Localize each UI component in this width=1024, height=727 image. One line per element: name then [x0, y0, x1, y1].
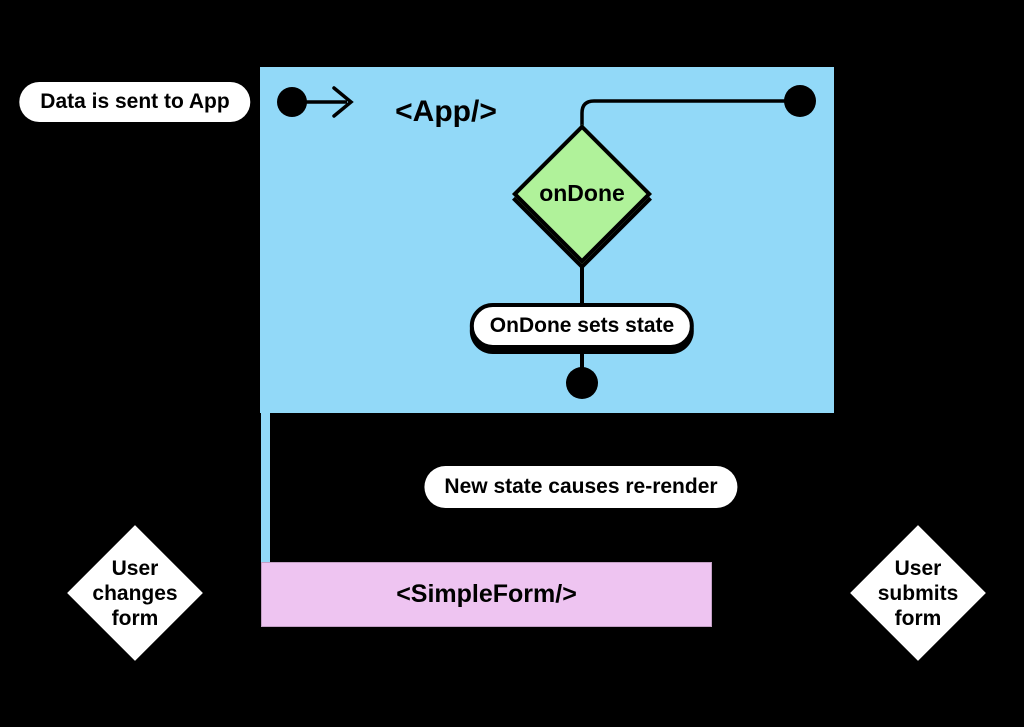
label-line: User	[894, 556, 942, 580]
simpleform-label: <SimpleForm/>	[396, 580, 577, 608]
label-line: User	[111, 556, 159, 580]
annotation-data-sent-label: Data is sent to App	[40, 90, 230, 113]
annotation-data-sent: Data is sent to App	[19, 82, 251, 122]
label-line: changes	[92, 581, 178, 605]
user-submits-form-label: User submits form	[850, 525, 986, 661]
user-changes-form-label: User changes form	[67, 525, 203, 661]
user-changes-form-node: User changes form	[67, 525, 203, 661]
ondone-sets-state-label: OnDone sets state	[489, 314, 675, 337]
annotation-rerender-label: New state causes re-render	[444, 475, 718, 498]
label-line: form	[111, 606, 159, 630]
app-component-label: <App/>	[395, 95, 497, 128]
simpleform-component-box: <SimpleForm/>	[261, 562, 712, 627]
annotation-rerender: New state causes re-render	[424, 466, 738, 508]
decision-label: onDone	[539, 180, 625, 206]
label-line: submits	[877, 581, 959, 605]
end-node-dot-bottom	[566, 367, 598, 399]
label-line: form	[894, 606, 942, 630]
ondone-decision-node: onDone	[511, 123, 653, 264]
end-node-dot-top-right	[784, 85, 816, 117]
start-node-dot	[277, 87, 307, 117]
ondone-sets-state-node: OnDone sets state	[469, 303, 695, 349]
rerender-flow-connector	[261, 412, 270, 563]
user-submits-form-node: User submits form	[850, 525, 986, 661]
